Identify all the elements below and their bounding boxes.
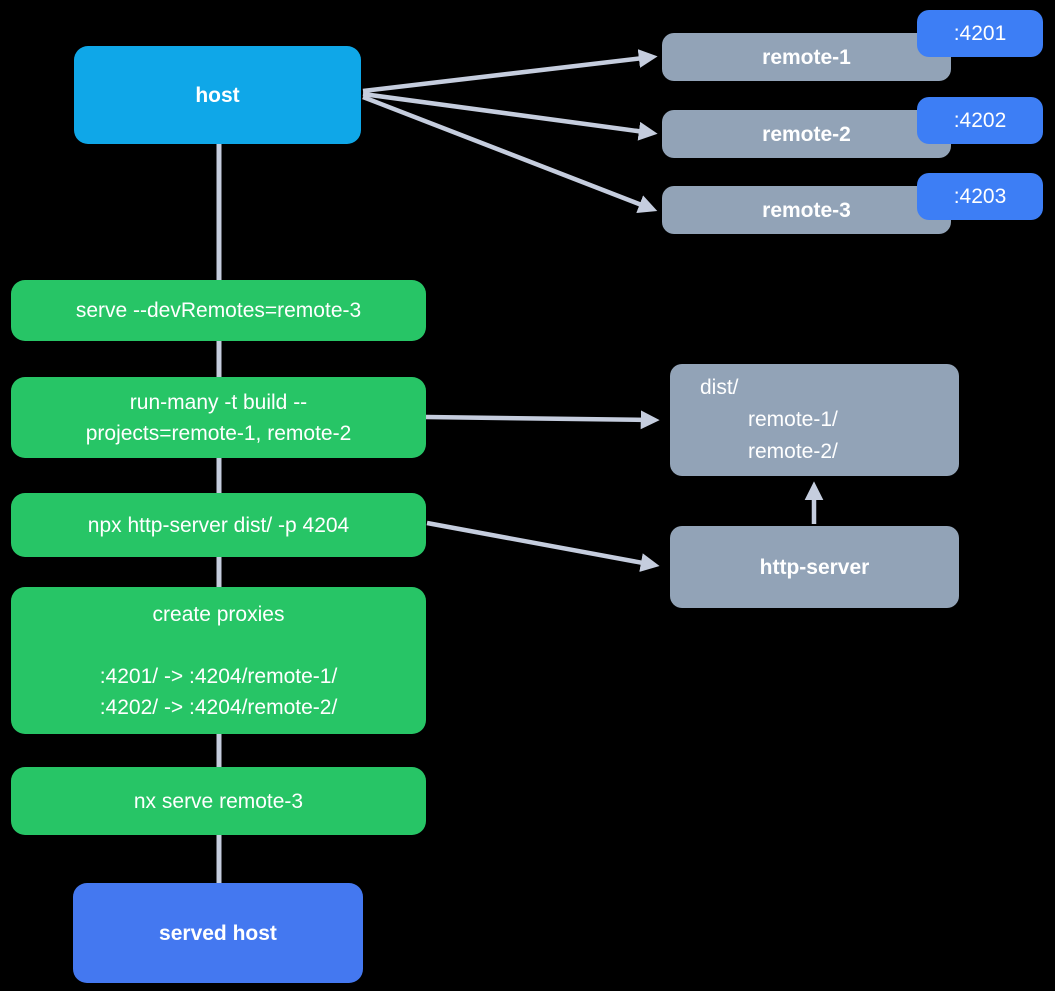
command-nx-serve-remote-3: nx serve remote-3	[11, 767, 426, 835]
arrow-host-to-remote-3	[362, 94, 658, 214]
port-badge-4203: :4203	[917, 173, 1043, 220]
remote-3-node: remote-3	[662, 186, 951, 234]
remote-2-node: remote-2	[662, 110, 951, 158]
arrow-run-many-to-dist	[425, 410, 660, 430]
served-host-node: served host	[73, 883, 363, 983]
command-create-proxies: create proxies :4201/ -> :4204/remote-1/…	[11, 587, 426, 734]
port-badge-4201: :4201	[917, 10, 1043, 57]
arrow-host-to-remote-2	[362, 91, 658, 141]
http-server-node: http-server	[670, 526, 959, 608]
arrow-npx-to-http-server	[426, 520, 660, 572]
command-npx-http-server: npx http-server dist/ -p 4204	[11, 493, 426, 557]
port-badge-4202: :4202	[917, 97, 1043, 144]
remote-1-node: remote-1	[662, 33, 951, 81]
command-serve-devremotes: serve --devRemotes=remote-3	[11, 280, 426, 341]
dist-folder-node: dist/remote-1/remote-2/	[670, 364, 959, 476]
command-run-many-build: run-many -t build --projects=remote-1, r…	[11, 377, 426, 458]
arrow-host-to-remote-1	[362, 49, 658, 94]
host-node: host	[74, 46, 361, 144]
